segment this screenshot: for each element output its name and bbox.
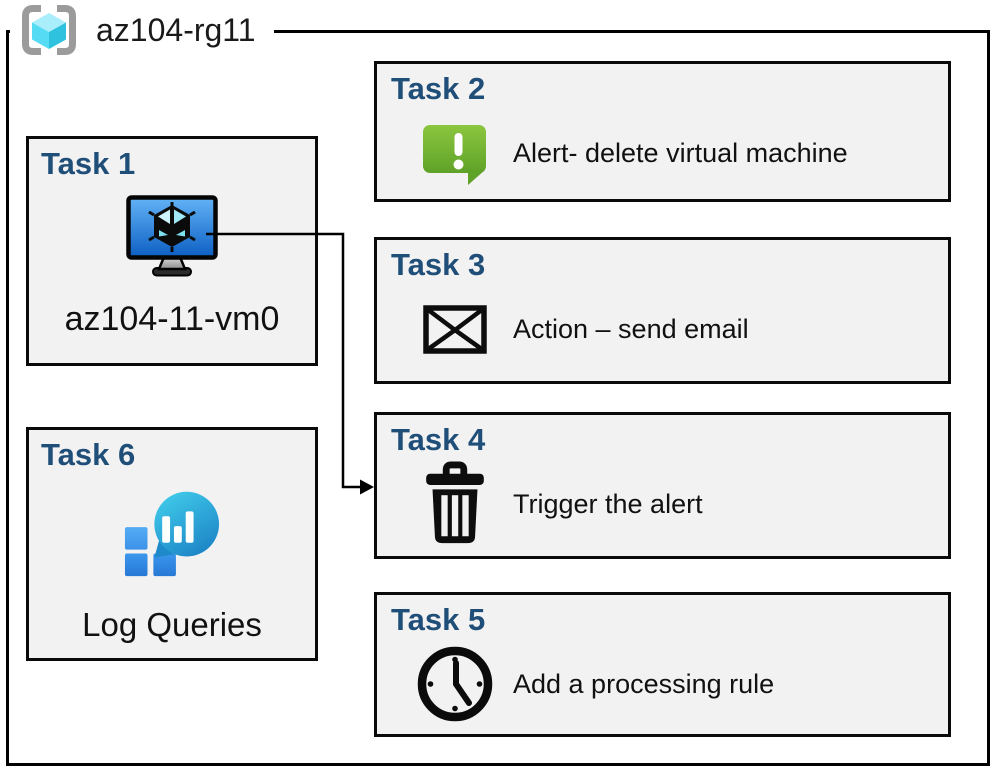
task-3-title: Task 3 [391,247,486,282]
clock-icon [417,646,493,722]
task-1-label: az104-11-vm0 [64,300,280,338]
task-6-box: Task 6 [26,427,318,661]
task-6-title: Task 6 [41,437,136,472]
task-5-title: Task 5 [391,602,486,637]
virtual-machine-icon [126,195,218,277]
log-queries-icon [124,491,220,577]
task-3-box: Task 3 Action – send email [374,237,951,384]
resource-group-name: az104-rg11 [96,11,256,48]
task-2-label: Alert- delete virtual machine [513,137,848,168]
email-envelope-icon [423,304,487,354]
task-3-label: Action – send email [513,313,749,344]
resource-group-icon [22,5,76,55]
trash-icon [426,461,484,544]
task-4-label: Trigger the alert [513,488,703,519]
task-2-box: Task 2 Alert- delete virtual machine [374,61,951,202]
task-5-label: Add a processing rule [513,668,775,699]
alert-message-icon [423,125,486,185]
resource-group-label: az104-rg11 [10,2,274,58]
task-4-box: Task 4 Trigger the alert [374,412,951,559]
task-1-box: Task 1 [26,136,318,366]
task-1-title: Task 1 [41,146,136,181]
task-6-label: Log Queries [82,606,262,643]
task-4-title: Task 4 [391,422,486,457]
task-5-box: Task 5 Add a processing rule [374,592,951,737]
task-2-title: Task 2 [391,71,486,106]
